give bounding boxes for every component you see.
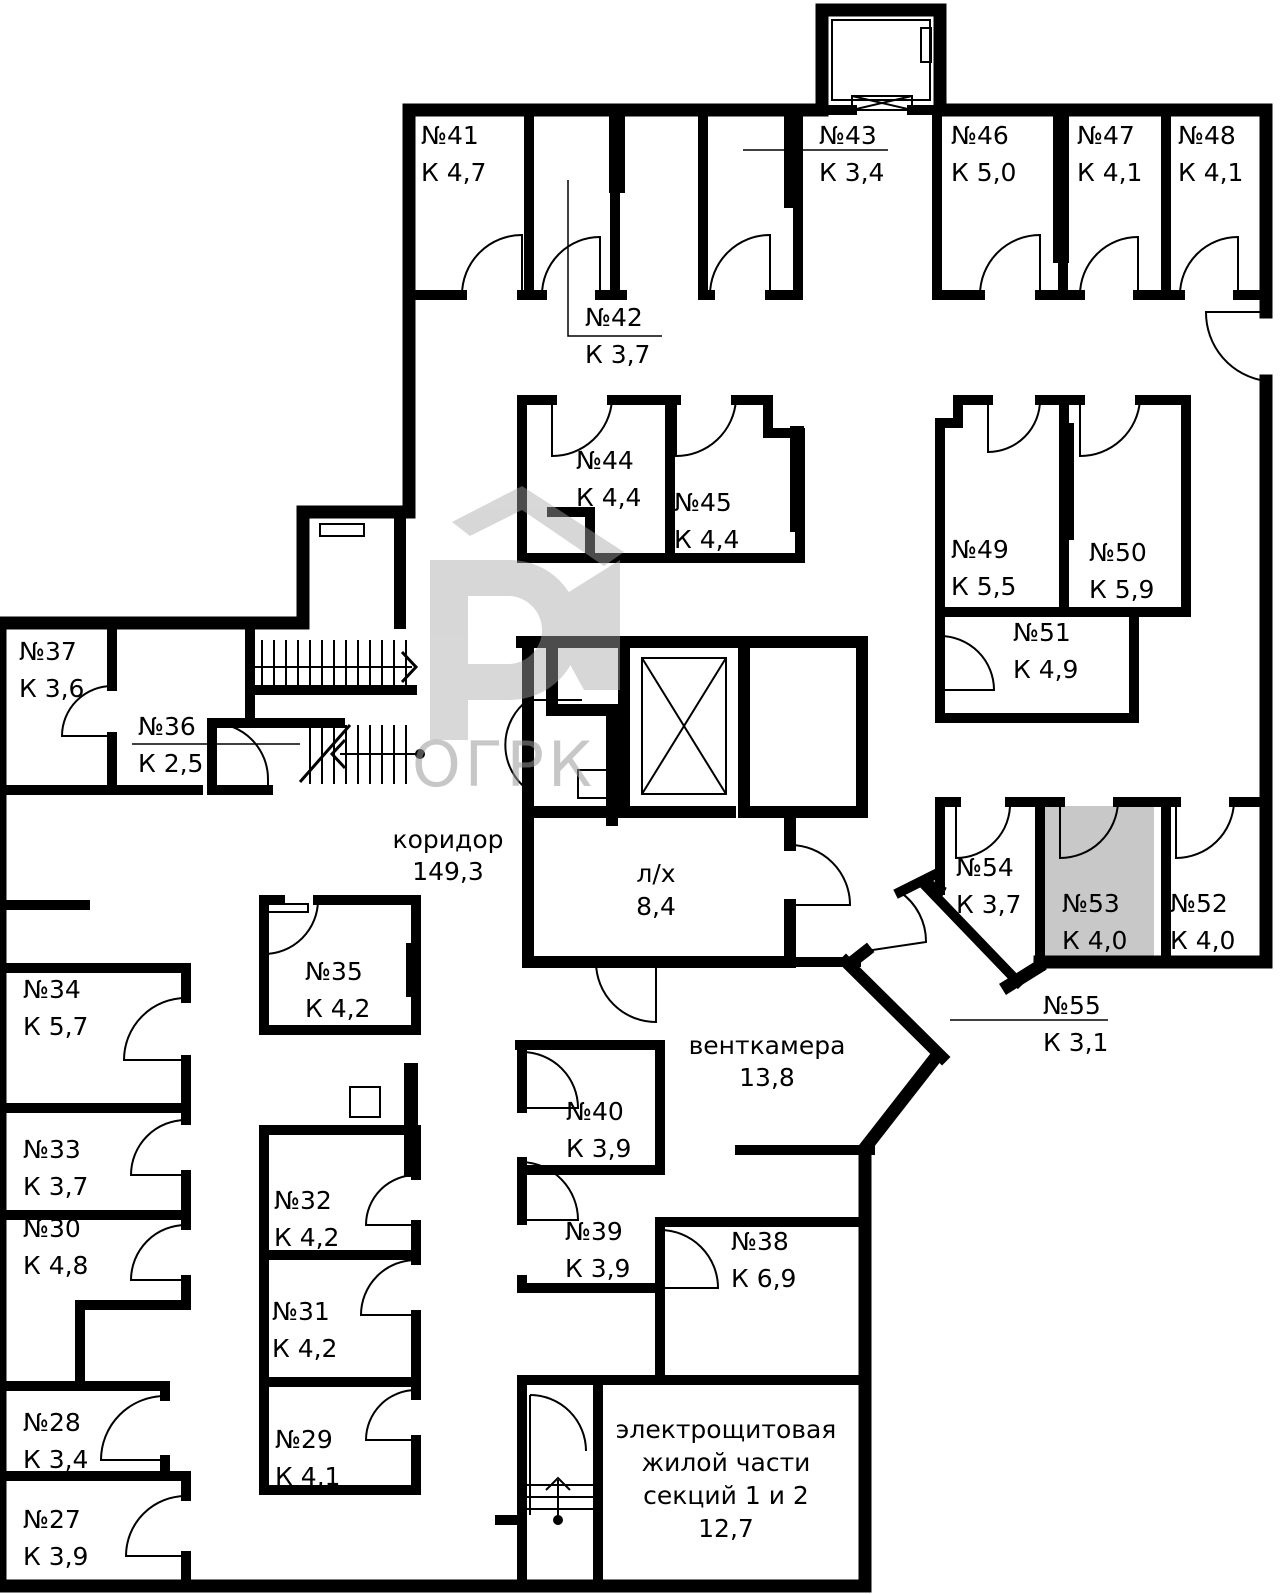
label-r53-num: №53 [1062,889,1120,918]
label-r32-num: №32 [274,1186,332,1215]
label-r50-num: №50 [1089,538,1147,567]
stair-upper-dot [245,662,255,672]
label-r29-num: №29 [275,1425,333,1454]
label-r27-num: №27 [23,1505,81,1534]
walls [0,3,1273,1593]
elevator-shaft [641,657,727,795]
label-r53-area: К 4,0 [1062,926,1127,955]
label-r42-num: №42 [585,303,643,332]
stair-upper [250,640,419,688]
label-r41-num: №41 [421,121,479,150]
watermark [430,486,624,740]
label-r43-num: №43 [819,121,877,150]
label-r47-area: К 4,1 [1077,158,1142,187]
label-r36-area: К 2,5 [138,749,203,778]
label-r38-area: К 6,9 [731,1264,796,1293]
label-elec-area: 12,7 [698,1514,754,1543]
label-r32-area: К 4,2 [274,1223,339,1252]
label-r52-num: №52 [1170,889,1228,918]
label-r48-area: К 4,1 [1178,158,1243,187]
label-r33-area: К 3,7 [23,1172,88,1201]
label-r37-area: К 3,6 [19,674,84,703]
stair-lower [298,724,420,784]
label-r49-area: К 5,5 [951,572,1016,601]
label-r52-area: К 4,0 [1170,926,1235,955]
label-r46-area: К 5,0 [951,158,1016,187]
label-r28-area: К 3,4 [23,1445,88,1474]
label-r36-num: №36 [138,712,196,741]
stair-electrical-dot [553,1515,563,1525]
stair-lower-dot [415,749,425,759]
vent-shafts [267,523,609,1118]
label-r29-area: К 4,1 [275,1462,340,1491]
label-r39-area: К 3,9 [565,1254,630,1283]
label-elec-line3: секций 1 и 2 [643,1481,809,1510]
label-r39-num: №39 [565,1217,623,1246]
label-r33-num: №33 [23,1135,81,1164]
label-vent-area: 13,8 [739,1063,795,1092]
stair-electrical [525,1395,595,1520]
labels: №41 К 4,7 №42 К 3,7 №43 К 3,4 №46 К 5,0 … [19,121,1243,1571]
label-r51-num: №51 [1013,618,1071,647]
label-r55-num: №55 [1043,991,1101,1020]
label-wc-name: л/х [636,859,675,888]
label-r38-num: №38 [731,1227,789,1256]
label-r41-area: К 4,7 [421,158,486,187]
label-r43-area: К 3,4 [819,158,884,187]
label-corridor-name: коридор [393,825,504,854]
leader-lines [132,149,1108,1021]
label-r54-area: К 3,7 [956,890,1021,919]
label-r34-num: №34 [23,975,81,1004]
label-r40-area: К 3,9 [566,1134,631,1163]
label-r51-area: К 4,9 [1013,655,1078,684]
label-r45-num: №45 [674,488,732,517]
label-r47-num: №47 [1077,121,1135,150]
label-elec-line2: жилой части [642,1448,811,1477]
label-r30-num: №30 [23,1214,81,1243]
label-r31-area: К 4,2 [272,1334,337,1363]
label-r27-area: К 3,9 [23,1542,88,1571]
label-wc-area: 8,4 [636,892,676,921]
label-r35-area: К 4,2 [305,994,370,1023]
door-swings [60,233,1267,1557]
label-r46-num: №46 [951,121,1009,150]
watermark-text: ОГРК [412,728,596,801]
label-elec-line1: электрощитовая [616,1415,837,1444]
label-r55-area: К 3,1 [1043,1028,1108,1057]
label-r30-area: К 4,8 [23,1251,88,1280]
label-r37-num: №37 [19,637,77,666]
label-r40-num: №40 [566,1097,624,1126]
label-r54-num: №54 [956,853,1014,882]
label-r35-num: №35 [305,957,363,986]
top-shaft [831,19,932,111]
label-r28-num: №28 [23,1408,81,1437]
label-r31-num: №31 [272,1297,330,1326]
label-r45-area: К 4,4 [674,525,739,554]
label-r42-area: К 3,7 [585,340,650,369]
label-r34-area: К 5,7 [23,1012,88,1041]
label-r50-area: К 5,9 [1089,575,1154,604]
label-r49-num: №49 [951,535,1009,564]
label-corridor-area: 149,3 [412,857,484,886]
label-r44-num: №44 [576,446,634,475]
label-r44-area: К 4,4 [576,483,641,512]
label-vent-name: венткамера [689,1031,846,1060]
label-r48-num: №48 [1178,121,1236,150]
